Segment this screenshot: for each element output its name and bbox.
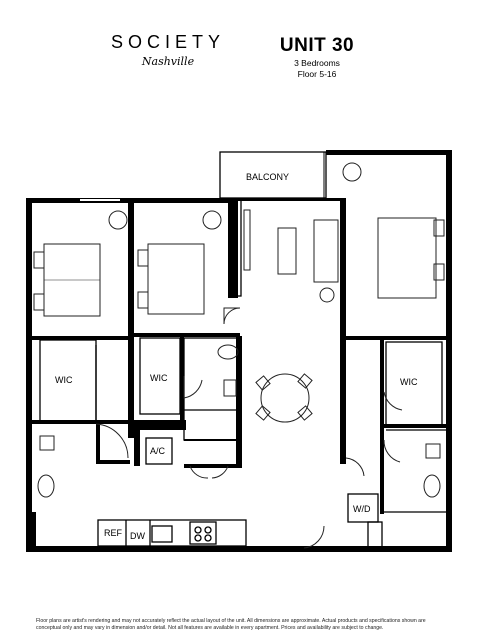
label-ac: A/C: [150, 446, 166, 456]
unit-floors: Floor 5-16: [297, 69, 337, 79]
label-wic-left: WIC: [55, 375, 73, 385]
brand-logo: SOCIETY Nashville: [100, 32, 236, 68]
unit-info: UNIT 30 3 Bedrooms Floor 5-16: [262, 35, 372, 79]
label-wd: W/D: [353, 504, 371, 514]
label-wic-right: WIC: [400, 377, 418, 387]
label-ref: REF: [104, 528, 122, 538]
label-balcony: BALCONY: [246, 172, 290, 182]
brand-name: SOCIETY: [110, 32, 225, 52]
interior-walls: [32, 151, 446, 549]
unit-bedrooms: 3 Bedrooms: [294, 58, 340, 68]
furniture: [33, 162, 445, 549]
disclaimer: Floor plans are artist's rendering and m…: [36, 618, 426, 631]
brand-city: Nashville: [141, 55, 195, 68]
unit-title: UNIT 30: [279, 35, 355, 56]
label-dw: DW: [130, 531, 145, 541]
label-wic-middle: WIC: [150, 373, 168, 383]
